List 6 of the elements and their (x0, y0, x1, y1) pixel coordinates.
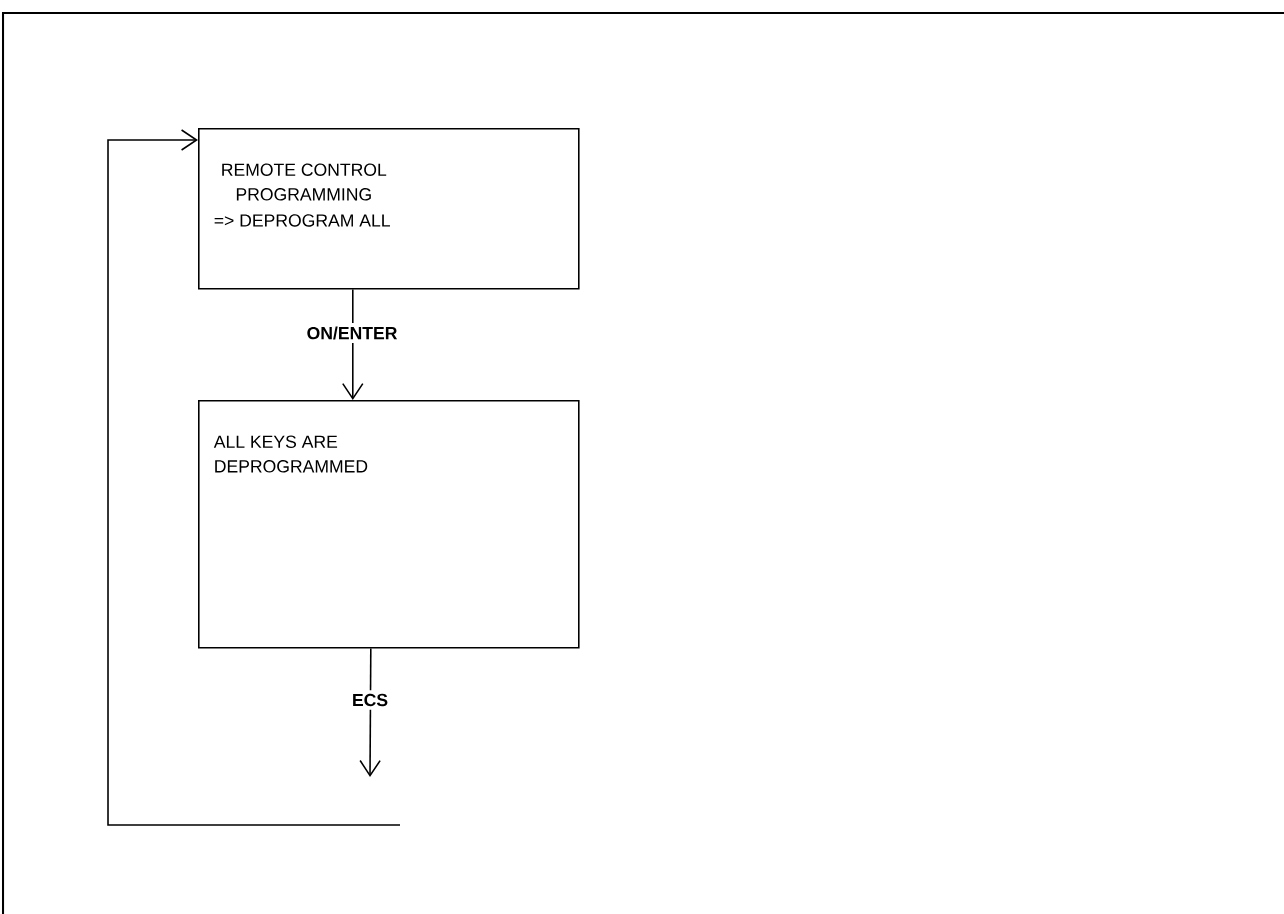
screen-box: REMOTE CONTROL PROGRAMMING => DEPROGRAM ALL (198, 128, 580, 290)
edge-label: ECS (348, 690, 392, 710)
edge-label: ON/ENTER (303, 322, 401, 344)
arrow (342, 288, 364, 400)
screen-box: ALL KEYS ARE DEPROGRAMMED (198, 400, 580, 649)
arrow (107, 129, 401, 826)
